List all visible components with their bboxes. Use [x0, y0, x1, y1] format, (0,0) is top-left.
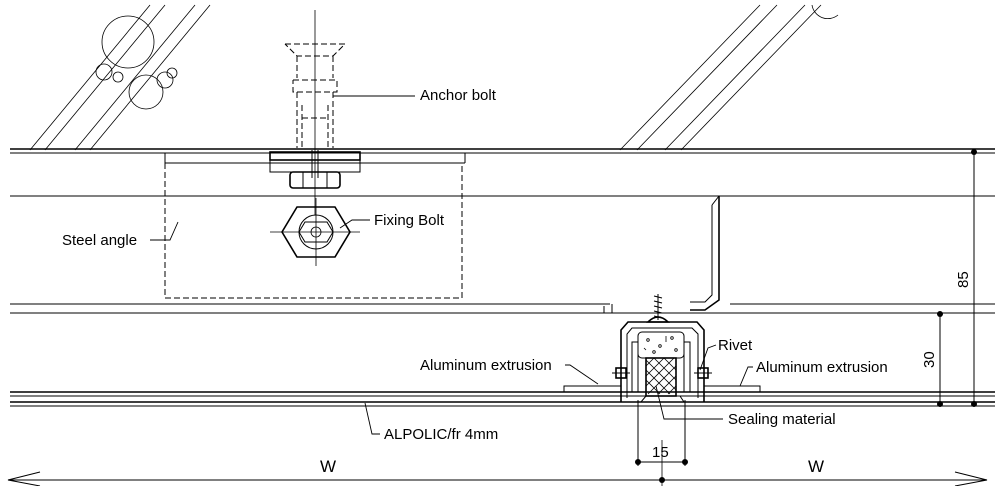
dimension-w-right: W	[808, 457, 824, 476]
anchor-bolt	[269, 10, 361, 215]
dimension-lines	[7, 149, 988, 486]
aluminum-extrusion-right-label: Aluminum extrusion	[756, 359, 888, 376]
self-drilling-screw	[646, 294, 670, 323]
dimension-85: 85	[955, 271, 972, 288]
steel-angle	[603, 195, 720, 313]
alpolic-panel	[10, 391, 995, 407]
anchor-bolt-label: Anchor bolt	[420, 87, 497, 104]
steel-angle-label: Steel angle	[62, 232, 137, 249]
leaders	[150, 95, 753, 435]
slab-lines	[10, 148, 995, 314]
aluminum-extrusion-joint	[563, 321, 761, 403]
dimension-w-left: W	[320, 457, 336, 476]
dimension-15: 15	[652, 444, 669, 461]
fixing-bolt-label: Fixing Bolt	[374, 212, 445, 229]
dimension-30: 30	[921, 351, 938, 368]
aggregate-circles	[95, 15, 178, 110]
aluminum-extrusion-left-label: Aluminum extrusion	[420, 357, 552, 374]
concrete-hatch-left	[29, 4, 211, 151]
sealing-material-label: Sealing material	[728, 411, 836, 428]
concrete-hatch-right	[619, 4, 839, 151]
rivet-label: Rivet	[718, 337, 753, 354]
alpolic-label: ALPOLIC/fr 4mm	[384, 426, 498, 443]
fixing-bolt	[270, 198, 360, 266]
